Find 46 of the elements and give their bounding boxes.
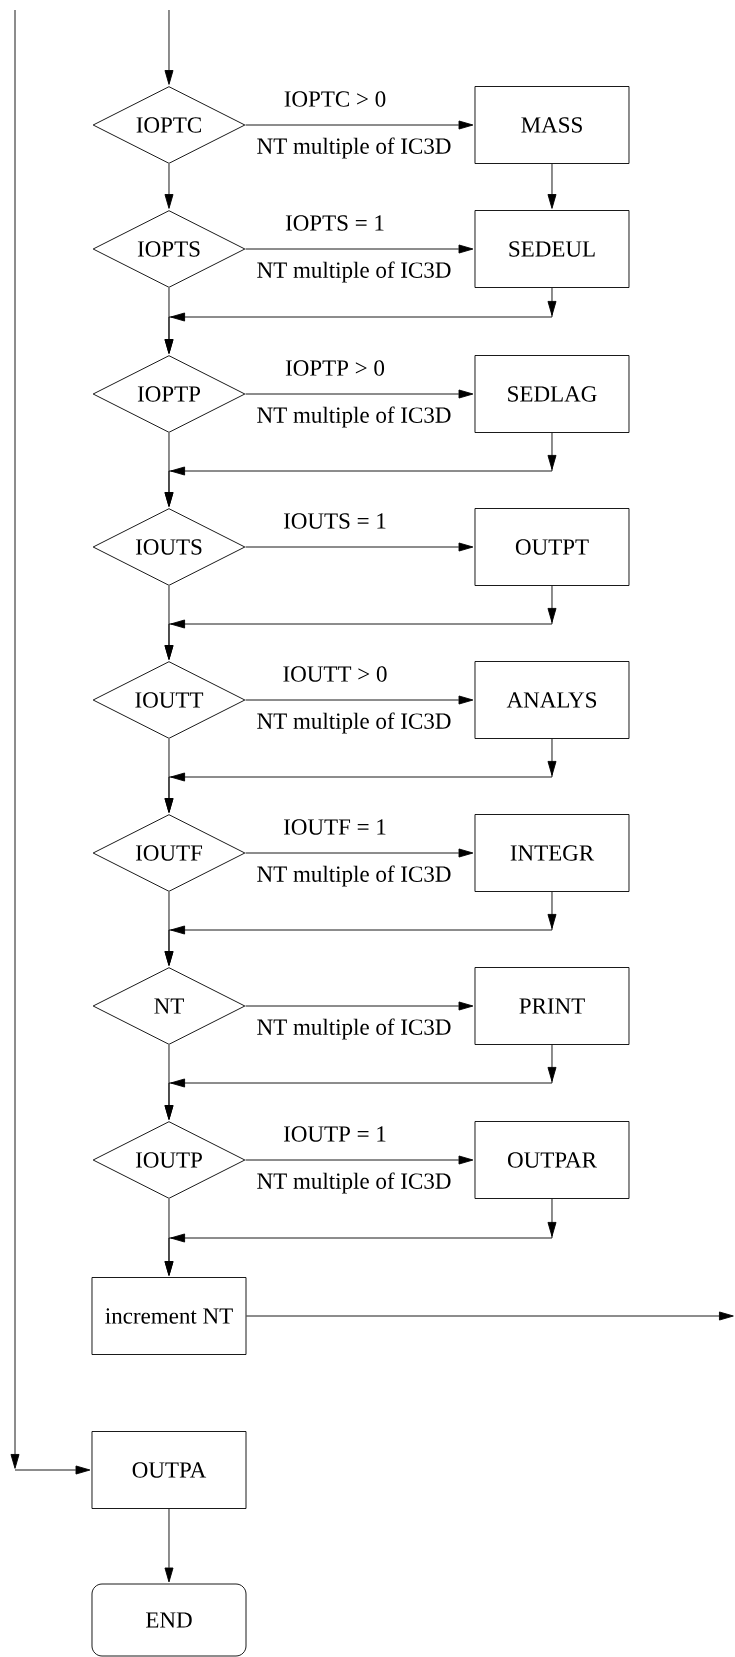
arrow xyxy=(164,9,174,85)
process-box: OUTPAR xyxy=(474,1121,630,1199)
condition-text: NT multiple of IC3D xyxy=(257,406,451,428)
arrow xyxy=(245,120,474,130)
condition-text: NT multiple of IC3D xyxy=(257,712,451,734)
condition-text: NT multiple of IC3D xyxy=(257,1172,451,1194)
condition-text: NT multiple of IC3D xyxy=(257,137,451,159)
edge-label: IOUTT > 0 xyxy=(283,666,387,682)
arrow xyxy=(245,1001,474,1011)
arrow xyxy=(245,695,474,705)
edge-label: IOUTP = 1 xyxy=(284,1126,386,1142)
process-box: SEDEUL xyxy=(474,210,630,288)
arrow xyxy=(164,891,174,966)
process-box: MASS xyxy=(474,86,630,164)
process-box: SEDLAG xyxy=(474,355,630,433)
arrow xyxy=(164,287,174,354)
edge-label: IOPTP > 0 xyxy=(285,360,385,376)
arrow xyxy=(164,1044,174,1120)
edge-label: IOPTC > 0 xyxy=(284,91,386,107)
condition-text: NT multiple of IC3D xyxy=(257,261,451,283)
condition-text: NT multiple of IC3D xyxy=(257,865,451,887)
edge-label: IOUTS = 1 xyxy=(284,513,386,529)
arrow xyxy=(164,432,174,507)
arrow xyxy=(245,389,474,399)
process-box: OUTPT xyxy=(474,508,630,586)
process-box: ANALYS xyxy=(474,661,630,739)
process-box: increment NT xyxy=(91,1277,247,1355)
arrow xyxy=(245,1155,474,1165)
arrow xyxy=(164,738,174,813)
edge-label: IOPTS = 1 xyxy=(285,215,384,231)
process-box: INTEGR xyxy=(474,814,630,892)
arrow xyxy=(245,244,474,254)
arrow xyxy=(246,1311,734,1321)
edge-label: NT multiple of IC3D xyxy=(257,1018,451,1040)
arrow xyxy=(547,163,557,209)
terminal-box: END xyxy=(91,1583,247,1657)
arrow xyxy=(245,542,474,552)
arrow xyxy=(164,1508,174,1583)
arrow xyxy=(245,848,474,858)
arrow xyxy=(10,9,91,1475)
edge-label: IOUTF = 1 xyxy=(284,819,386,835)
process-box: OUTPA xyxy=(91,1431,247,1509)
arrow xyxy=(164,163,174,209)
process-box: PRINT xyxy=(474,967,630,1045)
arrow xyxy=(164,585,174,660)
arrow xyxy=(164,1198,174,1276)
